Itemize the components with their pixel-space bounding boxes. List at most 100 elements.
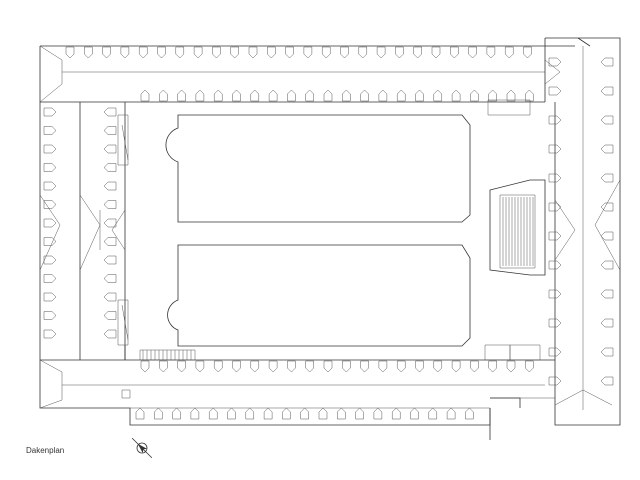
north-arrow-icon <box>131 437 153 459</box>
dormer <box>245 407 255 420</box>
dormer <box>232 89 241 102</box>
dormer <box>355 407 364 420</box>
dormer <box>451 360 461 373</box>
dormer <box>103 181 117 191</box>
dormer <box>120 46 130 59</box>
dormer <box>43 311 57 320</box>
dormer <box>395 46 404 59</box>
dormer <box>600 144 614 154</box>
dormer <box>431 46 441 59</box>
dormer <box>548 173 562 183</box>
dormer <box>103 292 117 302</box>
dormer <box>525 360 534 373</box>
dormer <box>548 115 562 125</box>
dormer <box>103 218 117 228</box>
dormer <box>190 407 200 420</box>
dormer <box>172 407 181 420</box>
dormer <box>140 89 150 102</box>
dormer <box>486 46 496 59</box>
dormer <box>548 144 562 154</box>
dormer <box>43 163 57 172</box>
dormer <box>413 46 422 59</box>
dormer <box>43 200 57 209</box>
dormer <box>103 200 117 209</box>
dormer <box>103 107 117 117</box>
dormer <box>600 57 614 67</box>
dormer <box>470 89 479 102</box>
dormer <box>415 360 424 373</box>
dormer <box>318 407 328 420</box>
dormer <box>465 407 474 420</box>
dormer <box>43 218 57 228</box>
dormer <box>65 46 75 59</box>
dormer <box>159 360 168 373</box>
dormer <box>102 46 111 59</box>
dormer <box>323 360 333 373</box>
dormer <box>600 289 614 299</box>
dormer <box>600 260 614 270</box>
dormer <box>600 231 614 241</box>
dormer <box>504 46 514 59</box>
dormer <box>227 407 236 420</box>
dormer <box>43 292 57 302</box>
dormer <box>488 360 497 373</box>
dormer <box>488 89 497 102</box>
dormer <box>321 46 331 59</box>
dormer <box>337 407 346 420</box>
dormer <box>268 89 278 102</box>
dormer <box>433 360 443 373</box>
dormer <box>410 407 419 420</box>
dormer <box>213 360 223 373</box>
dormer <box>287 360 296 373</box>
dormer <box>415 89 424 102</box>
dormer <box>600 86 614 96</box>
dormer <box>600 376 614 386</box>
dormer <box>428 407 438 420</box>
dormer <box>43 329 57 339</box>
dormer <box>376 46 386 59</box>
dormer <box>548 289 562 299</box>
dormer <box>391 407 401 420</box>
dormer <box>468 46 477 59</box>
dormer <box>548 347 562 357</box>
dormer <box>154 407 163 420</box>
dormer <box>548 260 562 270</box>
dormer <box>548 231 562 241</box>
drawing-title: Dakenplan <box>26 446 65 455</box>
dormer <box>212 46 221 59</box>
dormer <box>138 46 148 59</box>
dormer <box>195 89 205 102</box>
dormer <box>470 360 479 373</box>
dormer <box>523 46 532 59</box>
dormer <box>548 202 562 212</box>
dormer <box>267 46 276 59</box>
dormer <box>548 318 562 328</box>
dormer <box>159 89 168 102</box>
dormer <box>450 46 459 59</box>
dormer <box>195 360 205 373</box>
dormer <box>600 202 614 212</box>
dormer <box>600 347 614 357</box>
dormer <box>305 360 314 373</box>
dormer <box>300 407 309 420</box>
dormer <box>378 360 388 373</box>
building-outline <box>39 37 621 440</box>
dormer <box>548 376 562 386</box>
dormer <box>446 407 456 420</box>
dormer <box>43 126 57 135</box>
dormer <box>250 360 260 373</box>
dormer <box>213 89 223 102</box>
dormer <box>506 89 516 102</box>
dormer <box>378 89 388 102</box>
dormer <box>43 144 57 154</box>
dormer <box>285 46 294 59</box>
dormer <box>135 407 145 420</box>
dormer <box>193 46 203 59</box>
dormer <box>177 89 186 102</box>
dormer <box>342 360 351 373</box>
dormer <box>451 89 461 102</box>
dormer <box>360 360 369 373</box>
dormer <box>103 274 117 283</box>
dormer-windows <box>43 46 614 420</box>
dormer <box>287 89 296 102</box>
